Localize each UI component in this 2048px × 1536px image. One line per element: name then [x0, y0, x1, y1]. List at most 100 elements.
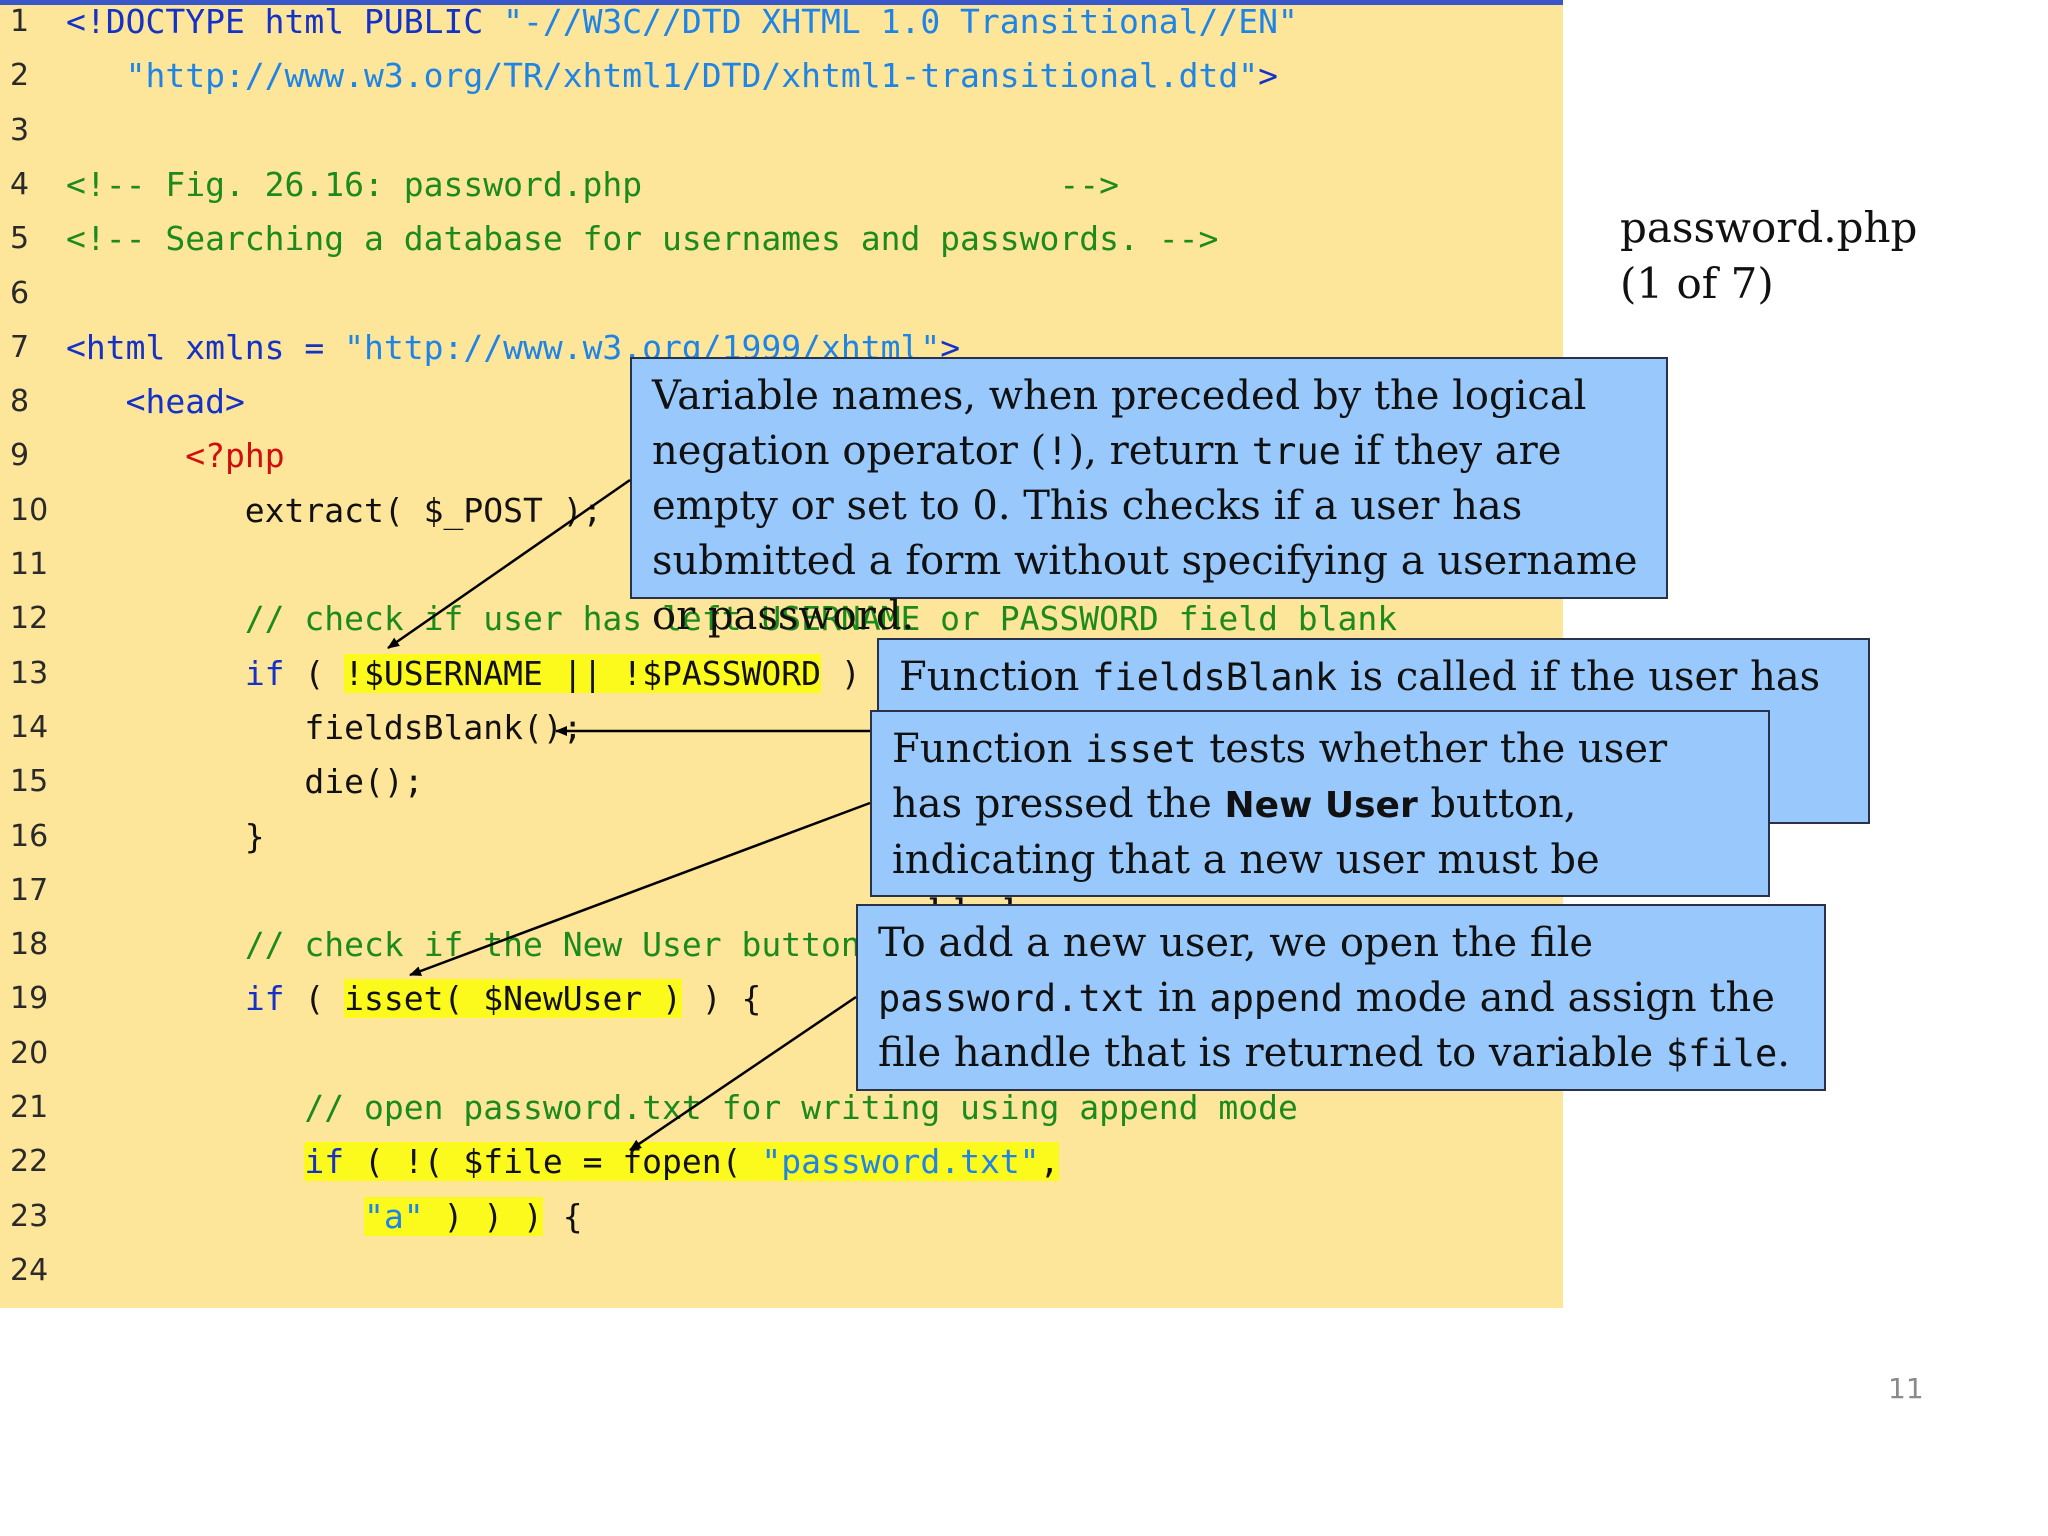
line-number: 3	[10, 112, 30, 148]
isset-callout: Function isset tests whether the user ha…	[870, 710, 1770, 938]
code-line-3: 3	[0, 104, 1563, 158]
append-callout: To add a new user, we open the file pass…	[856, 904, 1826, 1091]
code-text: fieldsBlank();	[66, 701, 583, 755]
line-number: 21	[10, 1090, 49, 1125]
line-number: 19	[10, 981, 49, 1017]
code-line-11: 11	[0, 538, 1563, 592]
line-number: 5	[10, 221, 30, 257]
code-token	[66, 925, 245, 964]
code-token: <head>	[125, 382, 245, 422]
fieldsblank-prefix: Function	[899, 654, 1093, 700]
code-text: "a" ) ) ) {	[66, 1190, 583, 1244]
line-number: 11	[10, 547, 49, 582]
code-token: "-//W3C//DTD XHTML 1.0 Transitional//EN"	[503, 2, 1298, 41]
code-token: (	[284, 979, 345, 1019]
code-line-16: 16 }	[0, 810, 1563, 864]
line-number: 22	[10, 1144, 49, 1180]
append-callout-text: To add a new user, we open the file pass…	[878, 920, 1790, 1076]
code-token: "password.txt"	[761, 1142, 1040, 1182]
code-line-15: 15 die();	[0, 755, 1563, 809]
line-number: 4	[10, 166, 30, 202]
file-name: password.php	[1620, 203, 1918, 252]
line-number: 14	[10, 709, 49, 745]
line-number: 24	[10, 1252, 49, 1288]
code-token: ) ) )	[423, 1196, 543, 1236]
line-number: 15	[10, 764, 49, 800]
line-number: 2	[10, 58, 30, 94]
fieldsblank-code: fieldsBlank	[1092, 656, 1338, 699]
code-token: <!DOCTYPE html PUBLIC	[66, 2, 504, 41]
code-token: if	[244, 979, 285, 1019]
code-token: (	[284, 653, 345, 693]
code-token: !$USERNAME || !$PASSWORD	[344, 653, 821, 693]
code-token	[66, 56, 126, 95]
code-text: die();	[66, 755, 424, 809]
code-line-14: 14 fieldsBlank();	[0, 701, 1563, 755]
code-text: }	[66, 810, 265, 864]
code-line-2: 2 "http://www.w3.org/TR/xhtml1/DTD/xhtml…	[0, 49, 1563, 103]
code-text: <!-- Fig. 26.16: password.php -->	[66, 158, 1119, 212]
code-term: true	[1251, 430, 1341, 473]
code-token	[66, 599, 245, 638]
line-number: 20	[10, 1035, 49, 1071]
code-text: if ( isset( $NewUser ) ) {	[66, 972, 761, 1026]
code-line-5: 5 <!-- Searching a database for usernames…	[0, 212, 1563, 266]
code-token: >	[1258, 56, 1278, 96]
callout-text-run: if they are empty or set to 0. This chec…	[652, 428, 1638, 639]
code-token: extract( $_POST );	[66, 490, 603, 530]
code-line-9: 9 <?php	[0, 429, 1563, 483]
isset-mid: tests whether the user has pressed the	[892, 726, 1668, 827]
code-token: {	[542, 1196, 583, 1236]
code-token: }	[66, 816, 265, 856]
callout-text-run: ), return	[1068, 428, 1252, 474]
code-token: <?php	[185, 436, 285, 476]
page-number: 11	[1888, 1372, 1924, 1405]
line-number: 17	[10, 872, 49, 908]
code-token: "a"	[364, 1196, 424, 1236]
code-text: <head>	[66, 375, 245, 429]
code-token	[66, 1088, 304, 1127]
code-token: ,	[1039, 1142, 1060, 1182]
isset-button-name: New User	[1224, 785, 1418, 826]
code-text: extract( $_POST );	[66, 484, 603, 538]
callout-text-run: mode and assign the file handle that is …	[878, 975, 1775, 1076]
code-token: isset( $NewUser )	[344, 979, 682, 1019]
callout-text-run: Variable names, when preceded by the log…	[652, 373, 1587, 474]
line-number: 7	[10, 329, 30, 365]
callout-text-run: in	[1145, 975, 1210, 1021]
isset-prefix: Function	[892, 726, 1086, 772]
callout-text-run: To add a new user, we open the file	[878, 920, 1594, 966]
line-number: 6	[10, 275, 30, 311]
negation-callout: Variable names, when preceded by the log…	[630, 357, 1668, 639]
code-token	[66, 436, 185, 475]
code-line-13: 13 if ( !$USERNAME || !$PASSWORD ) {	[0, 647, 1563, 701]
line-number: 13	[10, 655, 49, 691]
code-line-6: 6	[0, 267, 1563, 321]
line-number: 18	[10, 927, 49, 963]
code-token	[66, 1197, 364, 1236]
code-line-17: 17	[0, 864, 1563, 918]
code-token: die();	[66, 762, 424, 802]
code-token: if	[304, 1142, 345, 1182]
code-text: if ( !( $file = fopen( "password.txt",	[66, 1135, 1060, 1189]
code-token: <!-- Searching a database for usernames …	[66, 219, 1219, 259]
negation-callout-text: Variable names, when preceded by the log…	[652, 373, 1638, 639]
isset-code: isset	[1085, 728, 1197, 771]
code-line-23: 23 "a" ) ) ) {	[0, 1190, 1563, 1244]
code-text: "http://www.w3.org/TR/xhtml1/DTD/xhtml1-…	[66, 49, 1278, 103]
code-token: if	[244, 653, 285, 693]
line-number: 10	[10, 492, 49, 528]
code-line-8: 8 <head>	[0, 375, 1563, 429]
line-number: 16	[10, 818, 49, 854]
code-text: <?php	[66, 429, 285, 483]
code-token	[66, 654, 245, 693]
line-number: 8	[10, 384, 30, 420]
code-line-4: 4 <!-- Fig. 26.16: password.php -->	[0, 158, 1563, 212]
code-text: <!-- Searching a database for usernames …	[66, 212, 1218, 266]
code-token: fieldsBlank();	[66, 707, 583, 747]
code-text: <!DOCTYPE html PUBLIC "-//W3C//DTD XHTML…	[66, 0, 1298, 49]
code-text: if ( !$USERNAME || !$PASSWORD ) {	[66, 647, 900, 701]
code-line-24: 24	[0, 1244, 1563, 1298]
code-token: ) {	[681, 979, 762, 1019]
file-label: password.php (1 of 7)	[1620, 200, 1917, 312]
